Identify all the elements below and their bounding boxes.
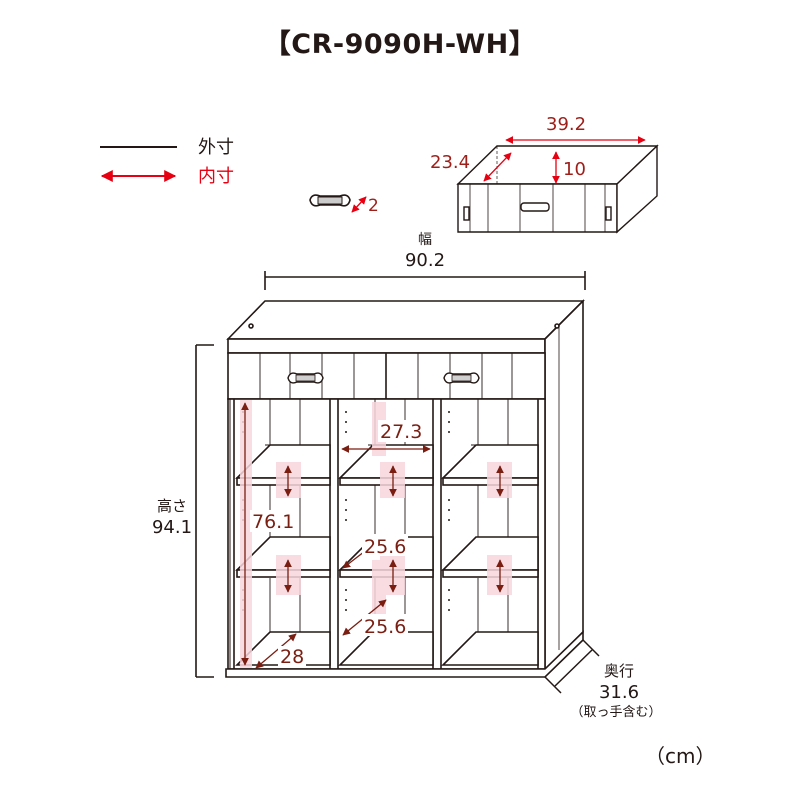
- product-title: 【CR-9090H-WH】: [263, 29, 537, 60]
- height-value: 94.1: [152, 517, 192, 538]
- depth-value: 31.6: [599, 682, 639, 703]
- height-label: 高さ: [157, 497, 187, 515]
- width-dimension: 幅 90.2: [264, 232, 586, 290]
- depth-label: 奥行: [604, 662, 634, 680]
- drawer-width-label: 39.2: [546, 114, 586, 135]
- shelf-width-label: 27.3: [380, 421, 422, 443]
- legend-inner-label: 内寸: [198, 166, 234, 187]
- depth-dimension: 奥行 31.6 （取っ手含む）: [544, 639, 662, 720]
- cabinet-drawer-handles: [287, 372, 480, 384]
- inner-height-label: 76.1: [252, 511, 294, 533]
- shelf-depth-upper-label: 25.6: [364, 536, 406, 558]
- legend: 外寸 内寸: [100, 137, 234, 187]
- bottom-depth-label: 28: [280, 646, 304, 668]
- drawer-height-label: 10: [563, 159, 586, 180]
- drawer-depth-label: 23.4: [430, 152, 470, 173]
- unit-label: （cm）: [645, 744, 716, 768]
- shelf-depth-lower-label: 25.6: [364, 616, 406, 638]
- drawer-detail: [456, 144, 659, 234]
- handle-detail: 2: [309, 194, 379, 216]
- width-label: 幅: [418, 232, 432, 248]
- handle-thickness-label: 2: [368, 196, 379, 216]
- depth-note: （取っ手含む）: [570, 704, 661, 720]
- legend-outer-label: 外寸: [198, 137, 234, 158]
- width-value: 90.2: [405, 250, 445, 271]
- height-dimension: 高さ 94.1: [150, 344, 214, 678]
